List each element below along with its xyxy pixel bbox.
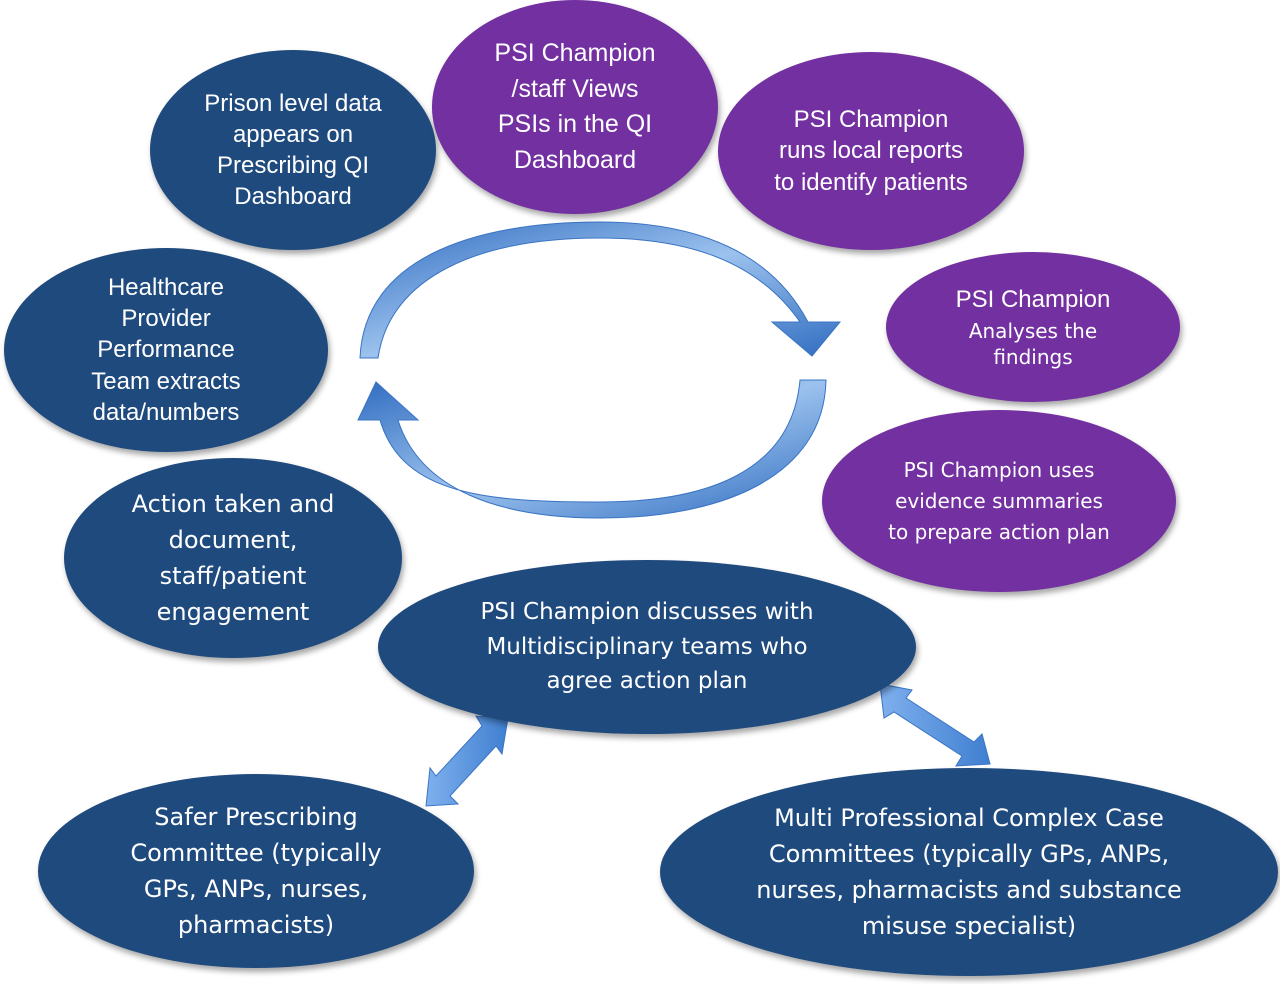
discusses-text: PSI Champion discusses with Multidiscipl… [480, 599, 814, 695]
action-taken-node: Action taken and document, staff/patient… [64, 458, 402, 658]
double-arrow-safer [425, 715, 509, 807]
prison-level-node: Prison level data appears on Prescribing… [150, 50, 436, 250]
complex-case-node: Multi Professional Complex Case Committe… [660, 768, 1278, 976]
prison-level-text: Prison level data appears on Prescribing… [204, 89, 382, 211]
healthcare-provider-node: Healthcare Provider Performance Team ext… [4, 248, 328, 452]
action-taken-text: Action taken and document, staff/patient… [131, 490, 335, 626]
safer-prescribing-node: Safer Prescribing Committee (typically G… [38, 774, 474, 968]
runs-reports-node: PSI Champion runs local reports to ident… [718, 52, 1024, 250]
evidence-text: PSI Champion uses evidence summaries to … [888, 457, 1110, 544]
psi-views-text: PSI Champion /staff Views PSIs in the QI… [494, 39, 656, 174]
double-arrow-complex [879, 683, 991, 767]
psi-views-node: PSI Champion /staff Views PSIs in the QI… [432, 0, 718, 214]
safer-prescribing-text: Safer Prescribing Committee (typically G… [130, 803, 382, 939]
top-cycle-arrow [359, 221, 842, 359]
healthcare-provider-text: Healthcare Provider Performance Team ext… [91, 274, 241, 426]
analyses-title: PSI Champion [955, 286, 1111, 314]
runs-reports-text: PSI Champion runs local reports to ident… [774, 106, 968, 196]
discusses-node: PSI Champion discusses with Multidiscipl… [378, 560, 916, 734]
complex-case-text: Multi Professional Complex Case Committe… [756, 804, 1182, 940]
analyses-node: PSI Champion Analyses the findings [886, 252, 1180, 402]
evidence-node: PSI Champion uses evidence summaries to … [822, 410, 1176, 592]
analyses-text: Analyses the findings [968, 318, 1098, 369]
bottom-cycle-arrow [357, 379, 827, 519]
